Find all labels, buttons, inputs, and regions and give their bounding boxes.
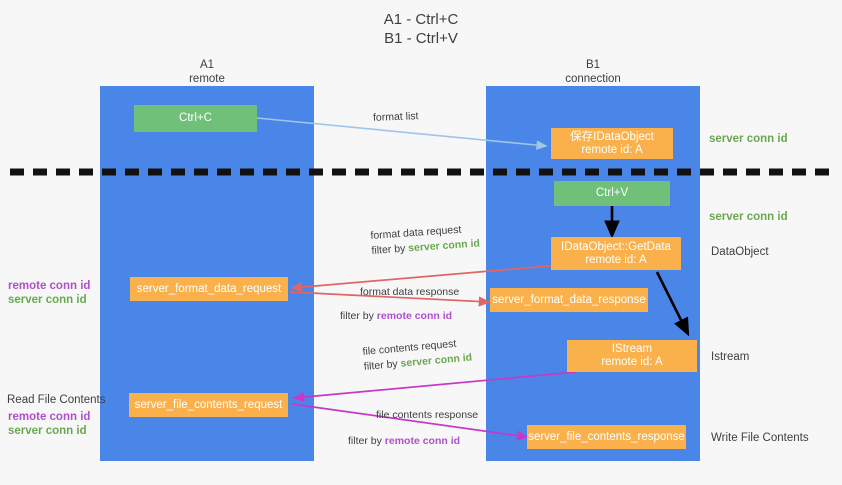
node-getdata[interactable]: IDataObject::GetData remote id: A	[551, 237, 681, 270]
left-label-server-conn-id-2: server conn id	[8, 425, 87, 437]
edge-label-file-contents-response: file contents response filter by remote …	[348, 408, 479, 449]
edge-label-format-data-response: format data response filter by remote co…	[340, 285, 460, 324]
node-getdata-line2: remote id: A	[585, 253, 647, 266]
edge-filter-value-1: server conn id	[407, 237, 481, 255]
edge-filter-value-2: remote conn id	[376, 310, 453, 322]
edge-label-format-data-response-line1: format data response	[360, 286, 460, 298]
lane-header-b1: B1 connection	[493, 58, 693, 86]
lane-header-b1-name: B1	[585, 59, 601, 71]
right-label-dataobject: DataObject	[711, 246, 769, 258]
edge-filter-prefix-1: filter by	[371, 242, 409, 257]
right-label-istream: Istream	[711, 351, 750, 363]
node-ctrl-c-label: Ctrl+C	[179, 112, 212, 124]
node-server-file-contents-response[interactable]: server_file_contents_response	[527, 425, 686, 449]
node-server-format-data-request-label: server_format_data_request	[136, 282, 282, 295]
node-istream-line1: IStream	[611, 343, 653, 355]
left-label-conn-id-pair-two: remote conn id server conn id	[8, 410, 90, 438]
title-line-2: B1 - Ctrl+V	[384, 30, 458, 47]
node-server-format-data-response-label: server_format_data_response	[492, 293, 646, 306]
lane-header-a1-role: remote	[189, 73, 225, 85]
edge-label-format-list: format list	[373, 109, 419, 126]
edge-filter-prefix-3: filter by	[363, 357, 402, 373]
node-istream-line2: remote id: A	[601, 356, 663, 368]
lane-header-a1: A1 remote	[107, 58, 307, 86]
edge-label-file-contents-response-line1: file contents response	[376, 409, 479, 421]
node-save-dataobject-line1: 保存IDataObject	[570, 130, 654, 143]
node-istream[interactable]: IStream remote id: A	[567, 340, 697, 372]
edge-label-format-data-request: format data request filter by server con…	[370, 221, 480, 258]
lane-header-a1-name: A1	[199, 59, 215, 71]
node-ctrl-v[interactable]: Ctrl+V	[554, 181, 670, 206]
right-label-write-file-contents: Write File Contents	[711, 432, 809, 444]
node-server-format-data-response[interactable]: server_format_data_response	[490, 288, 648, 312]
node-server-format-data-request[interactable]: server_format_data_request	[130, 277, 288, 301]
node-ctrl-c[interactable]: Ctrl+C	[134, 105, 257, 132]
left-label-remote-conn-id-2: remote conn id	[8, 411, 91, 423]
left-label-read-file-contents: Read File Contents	[7, 394, 106, 406]
left-label-remote-conn-id-1: remote conn id	[8, 280, 91, 292]
node-save-dataobject[interactable]: 保存IDataObject remote id: A	[551, 128, 673, 159]
left-label-server-conn-id-1: server conn id	[8, 294, 87, 306]
edge-filter-prefix-2: filter by	[340, 310, 377, 322]
right-label-server-conn-id-mid: server conn id	[709, 211, 788, 223]
lane-header-b1-role: connection	[565, 73, 621, 85]
title-line-1: A1 - Ctrl+C	[383, 11, 459, 28]
edge-filter-value-4: remote conn id	[384, 435, 461, 447]
right-label-server-conn-id-top: server conn id	[709, 133, 788, 145]
node-server-file-contents-request-label: server_file_contents_request	[134, 398, 283, 411]
edge-label-format-list-text: format list	[372, 110, 419, 124]
edge-filter-prefix-4: filter by	[348, 435, 385, 447]
node-server-file-contents-response-label: server_file_contents_response	[528, 430, 685, 443]
node-ctrl-v-label: Ctrl+V	[595, 187, 629, 199]
node-getdata-line1: IDataObject::GetData	[561, 240, 671, 253]
edge-label-format-data-response-line2: filter by remote conn id	[340, 309, 459, 324]
edge-label-file-contents-response-line2: filter by remote conn id	[348, 434, 478, 449]
edge-label-file-contents-request: file contents request filter by server c…	[362, 336, 473, 375]
node-server-file-contents-request[interactable]: server_file_contents_request	[129, 393, 288, 417]
node-save-dataobject-line2: remote id: A	[581, 143, 643, 156]
page-title: A1 - Ctrl+C B1 - Ctrl+V	[0, 10, 842, 48]
left-label-conn-id-pair-one: remote conn id server conn id	[8, 279, 90, 307]
